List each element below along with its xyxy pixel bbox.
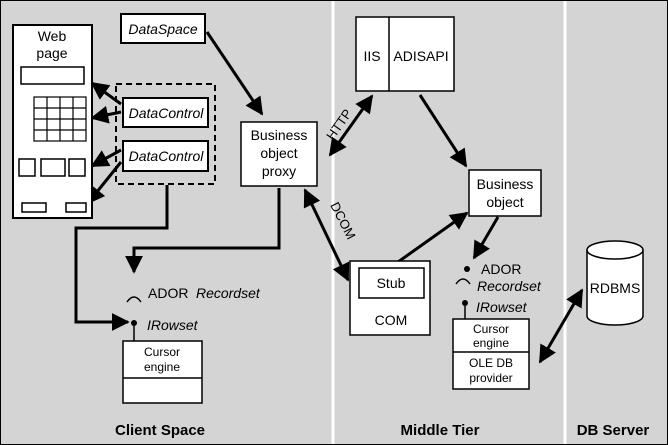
datacontrol-1-box [122,97,209,128]
rdbms-cylinder-top [586,240,644,260]
proxy-label-line3: proxy [262,163,296,179]
edge-adisapi-to-business-object [418,94,468,168]
server-cursor-oledb-box [452,318,530,390]
edge-dataspace-to-proxy [205,31,264,116]
server-cursor-label-line2: engine [473,336,509,350]
rdbms-node: RDBMS [586,240,644,326]
com-label: COM [375,312,408,328]
server-ador-name: Recordset [477,278,542,294]
business-object-proxy-node: Business object proxy [240,121,318,187]
business-object-label-line1: Business [477,176,534,192]
edge-business-object-to-ador [472,216,500,260]
server-irowset-label: IRowset [476,299,528,315]
datacontrol-1-label: DataControl [129,105,205,121]
edge-datacontrol2-to-controls [90,148,122,168]
dataspace-node: DataSpace [120,13,206,44]
client-ador-interface: ADOR Recordset [126,285,261,303]
client-ador-socket-icon [126,296,142,303]
proxy-label-line1: Business [251,127,308,143]
business-object-node: Business object [468,169,542,217]
rdbms-cylinder-body [586,250,644,326]
rdbms-label: RDBMS [590,280,641,296]
iis-label: IIS [363,48,380,64]
client-cursor-engine-box [122,340,203,404]
zone-label-middle: Middle Tier [401,422,480,439]
client-cursor-label-line1: Cursor [144,345,180,359]
connectors [74,31,584,364]
zone-label-db: DB Server [577,422,650,439]
datacontrol-1-node: DataControl [122,97,209,128]
client-irowset-lollipop-icon [131,320,137,326]
edge-datacontrols-to-irowset [74,185,169,331]
dataspace-label: DataSpace [128,21,197,37]
server-ador-interface: ADOR Recordset [455,261,542,294]
client-ador-prefix: ADOR [148,285,188,301]
web-page-controls [18,158,86,177]
server-cursor-oledb-node: Cursor engine OLE DB provider [452,318,530,390]
client-cursor-label-line2: engine [144,360,180,374]
com-node: Stub COM [349,260,431,336]
svg-text:ADOR Recordset: ADOR Recordset [148,285,261,302]
datacontrol-2-node: DataControl [122,140,209,172]
web-page-textbox [20,66,85,85]
edge-dcom [303,188,350,282]
datacontrol-2-box [122,140,209,172]
server-cursor-label-line1: Cursor [473,322,509,336]
iis-adisapi-box [355,16,455,92]
business-object-label-line2: object [486,194,523,210]
iis-adisapi-node: IIS ADISAPI [355,16,455,92]
datacontrol-2-label: DataControl [129,148,205,164]
server-irowset-interface: IRowset [462,299,528,319]
business-object-box [468,169,542,217]
adisapi-label: ADISAPI [393,48,448,64]
server-ador-socket-icon [455,278,471,285]
edge-datacontrol1-to-grid [90,105,122,124]
web-page-button-2 [65,202,87,213]
oledb-label-line2: provider [469,371,512,385]
stub-box [358,267,425,299]
client-irowset-label: IRowset [147,317,199,333]
client-cursor-engine-node: Cursor engine [122,340,203,404]
web-page-label-line2: page [36,45,67,61]
dataspace-box [120,13,206,44]
web-page-node: Web page [12,24,93,219]
stub-label: Stub [377,275,406,291]
edge-proxy-to-ador [125,188,281,274]
client-irowset-interface: IRowset [131,317,199,341]
web-page-button-1 [21,202,47,213]
client-ador-name: Recordset [196,285,261,301]
edge-stub-to-business-object [397,211,469,264]
zone-label-client: Client Space [115,422,205,439]
edge-oledb-rdbms [538,288,584,364]
proxy-label-line2: object [260,145,297,161]
server-ador-prefix: ADOR [481,261,521,277]
web-page-label-line1: Web [38,28,67,44]
edge-http [328,94,374,157]
server-irowset-lollipop-icon [462,300,468,306]
web-page-grid [33,96,87,142]
oledb-label-line1: OLE DB [469,356,513,370]
business-object-proxy-box [240,121,318,187]
